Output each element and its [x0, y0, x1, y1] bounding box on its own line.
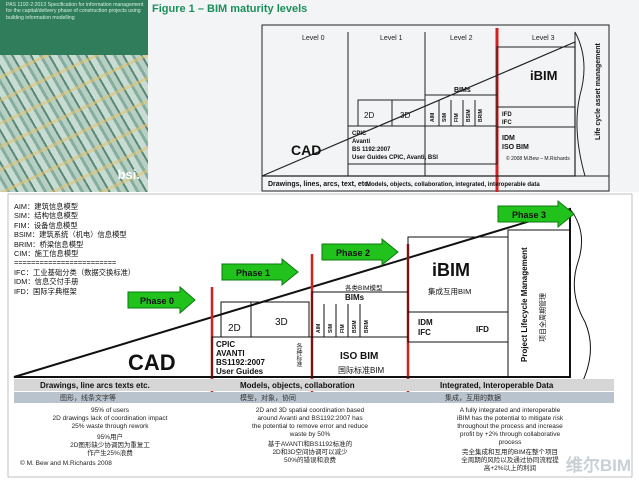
- legend-item: IFC：工业基础分类（数据交换标准）: [14, 267, 136, 277]
- legend-item: FIM：设备信息模型: [14, 220, 78, 230]
- band-cn-2: 集成，互用的数据: [445, 393, 501, 402]
- band-chinese: [14, 392, 614, 403]
- phase-2-label: Phase 2: [336, 248, 370, 258]
- level-1-label: Level 1: [380, 35, 403, 42]
- cover-beams-image: [0, 55, 148, 192]
- bottom-l1-item-3: User Guides: [216, 367, 264, 376]
- level-3-label: Level 3: [532, 35, 555, 42]
- bottom-diagram: Phase 0 Phase 1 Phase 2 Phase 3 CAD 2D 3…: [7, 193, 633, 478]
- pas-cover-image: PAS 1192-2:2013 Specification for inform…: [0, 0, 148, 192]
- bottom-lifecycle-curve: [569, 208, 591, 388]
- lifecycle-curve: [574, 31, 586, 177]
- top-ifd-label: IFD: [502, 112, 512, 118]
- top-diagram: Level 0 Level 1 Level 2 Level 3 CAD 2D 3…: [261, 24, 610, 192]
- top-bim-col-0: AIM: [430, 113, 436, 122]
- bottom-bim-col-2: FIM: [340, 324, 346, 333]
- top-iso-bim-label: ISO BIM: [502, 144, 529, 151]
- bottom-box-idm-ifd: [407, 311, 509, 343]
- band-label-1: Models, objects, collaboration: [240, 381, 355, 390]
- level-2-label: Level 2: [450, 35, 473, 42]
- legend-item: SIM：结构信息模型: [14, 211, 79, 221]
- top-3d-label: 3D: [400, 111, 410, 120]
- legend-divider: ========================: [14, 258, 117, 268]
- box-ifd-ifc: [496, 106, 576, 128]
- bottom-2d-label: 2D: [228, 323, 241, 334]
- phase-1-description: 2D and 3D spatial coordination based aro…: [252, 407, 368, 464]
- phase-1-arrow: [221, 257, 299, 287]
- bottom-ifc-label: IFC: [418, 328, 431, 337]
- bottom-ifd-label: IFD: [476, 325, 489, 334]
- abbreviation-legend: AIM：建筑信息模型 SIM：结构信息模型 FIM：设备信息模型 BSIM：建筑…: [14, 202, 135, 296]
- bottom-lifecycle-cn: 项目全周期管理: [538, 293, 547, 342]
- figure-title: Figure 1 – BIM maturity levels: [152, 3, 308, 15]
- phase-0-label: Phase 0: [140, 296, 174, 306]
- bottom-l1-item-1: AVANTI: [216, 349, 245, 358]
- phase-2-description: A fully integrated and interoperable iBI…: [456, 407, 564, 472]
- legend-item: AIM：建筑信息模型: [14, 202, 79, 211]
- top-bim-col-1: SIM: [442, 113, 448, 122]
- band-label-0: Drawings, line arcs texts etc.: [40, 381, 150, 390]
- phase-3-label: Phase 3: [512, 210, 546, 220]
- bottom-ibim-label: iBIM: [432, 260, 470, 280]
- top-frame: [261, 24, 610, 192]
- watermark: 维尔BIM: [565, 456, 631, 475]
- legend-item: IDM：信息交付手册: [14, 277, 79, 287]
- bottom-l1-item-2: BS1192:2007: [216, 358, 265, 367]
- bottom-l1-item-0: CPIC: [216, 340, 235, 349]
- top-bims-label: BIMs: [454, 87, 471, 94]
- band-label-2: Integrated, Interoperable Data: [440, 381, 554, 390]
- bottom-bims-cn: 各类BIM模型: [345, 283, 383, 292]
- maturity-figure-top: PAS 1192-2:2013 Specification for inform…: [0, 0, 639, 192]
- top-idm-label: IDM: [502, 135, 515, 142]
- bottom-copyright: © M. Bew and M.Richards 2008: [20, 460, 112, 467]
- cover-title: PAS 1192-2:2013 Specification for inform…: [6, 2, 144, 21]
- legend-item: BSIM：建筑系统（机电）信息模型: [14, 230, 127, 240]
- bottom-iso-bim-label: ISO BIM: [340, 351, 378, 362]
- legend-item: IFD：国际字典框架: [14, 286, 77, 296]
- bottom-cad-label: CAD: [128, 350, 176, 375]
- bottom-bim-col-4: BRIM: [364, 320, 370, 333]
- band-cn-0: 图形，线条文字等: [60, 393, 116, 402]
- bottom-idm-label: IDM: [418, 318, 433, 327]
- bottom-bim-col-0: AIM: [316, 324, 322, 333]
- bottom-bims-label: BIMs: [345, 293, 365, 302]
- top-cad-label: CAD: [291, 142, 321, 158]
- band-cn-1: 模型，对象，协同: [240, 393, 296, 402]
- phase-0-description: 95% of users 2D drawings lack of coordin…: [20, 407, 200, 468]
- top-bim-col-2: FIM: [454, 113, 460, 122]
- top-l1-item-0: CPIC: [352, 131, 367, 137]
- top-copyright: © 2008 M.Bew – M.Richards: [506, 155, 570, 162]
- level-0-label: Level 0: [302, 35, 325, 42]
- bottom-bim-col-1: SIM: [328, 324, 334, 333]
- box-level1: [347, 125, 498, 165]
- phase-0-arrow: [127, 285, 196, 315]
- legend-item: BRIM：桥梁信息模型: [14, 239, 84, 249]
- top-ibim-label: iBIM: [530, 68, 557, 83]
- phase-arrows: [127, 199, 575, 315]
- bottom-l1-cn: 各种标准: [295, 342, 302, 368]
- bottom-lifecycle-label: Project Lifecycle Management: [520, 247, 529, 362]
- top-bim-col-4: BRIM: [478, 109, 484, 122]
- legend-item: CIM：施工信息模型: [14, 249, 79, 259]
- top-bottom-left: Drawings, lines, arcs, text, etc.: [268, 181, 370, 188]
- bottom-ibim-cn: 集成互用BIM: [428, 286, 471, 296]
- top-l1-item-1: Avanti: [352, 139, 370, 145]
- bottom-3d-label: 3D: [275, 317, 288, 328]
- top-2d-label: 2D: [364, 111, 374, 120]
- top-ifc-label: IFC: [502, 120, 512, 126]
- bottom-box-lifecycle: [507, 229, 571, 378]
- bottom-iso-bim-cn: 国际标准BIM: [338, 365, 385, 375]
- phase-1-label: Phase 1: [236, 268, 270, 278]
- top-bottom-right: Models, objects, collaboration, integrat…: [366, 182, 540, 188]
- top-bim-col-3: BSIM: [466, 110, 472, 123]
- top-l1-item-2: BS 1192:2007: [352, 147, 391, 153]
- phase-3-arrow: [497, 199, 575, 229]
- bottom-bim-col-3: BSIM: [352, 321, 358, 334]
- band-english: [14, 379, 614, 391]
- phase-2-arrow: [321, 237, 399, 267]
- top-l1-item-3: User Guides CPIC, Avanti, BSI: [352, 155, 438, 161]
- bsi-logo: bsi.: [117, 167, 140, 182]
- top-lifecycle-label: Life cycle asset management: [595, 42, 602, 140]
